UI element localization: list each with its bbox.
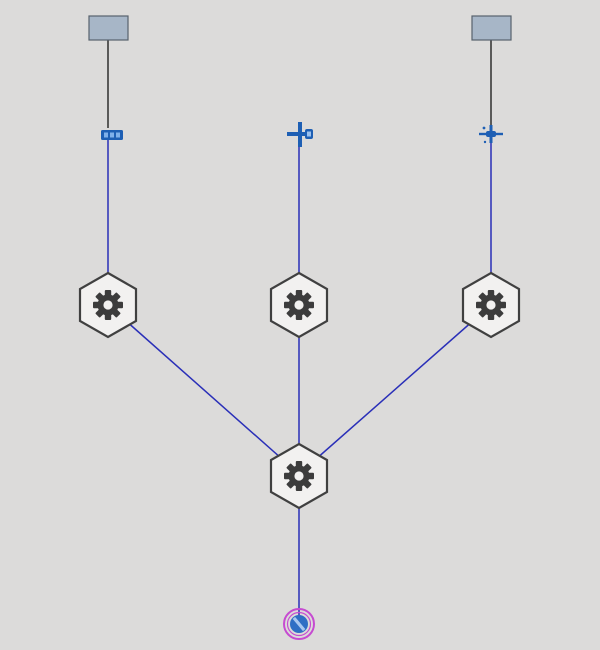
vehicle-icon[interactable] xyxy=(101,130,123,140)
target-node[interactable] xyxy=(283,608,315,640)
target-ring xyxy=(283,608,315,640)
link-process-left-process-merge[interactable] xyxy=(107,304,300,475)
process-node-merge[interactable] xyxy=(269,442,329,510)
process-node-left[interactable] xyxy=(78,271,138,339)
gear-icon xyxy=(476,290,506,320)
drone-icon[interactable] xyxy=(479,125,503,144)
aircraft-icon[interactable] xyxy=(287,122,313,147)
box-node-left[interactable] xyxy=(88,15,129,41)
gear-icon xyxy=(284,290,314,320)
process-node-right[interactable] xyxy=(461,271,521,339)
box-node-right[interactable] xyxy=(471,15,512,41)
link-process-right-process-merge[interactable] xyxy=(298,304,492,475)
process-node-center[interactable] xyxy=(269,271,329,339)
gear-icon xyxy=(93,290,123,320)
gear-icon xyxy=(284,461,314,491)
